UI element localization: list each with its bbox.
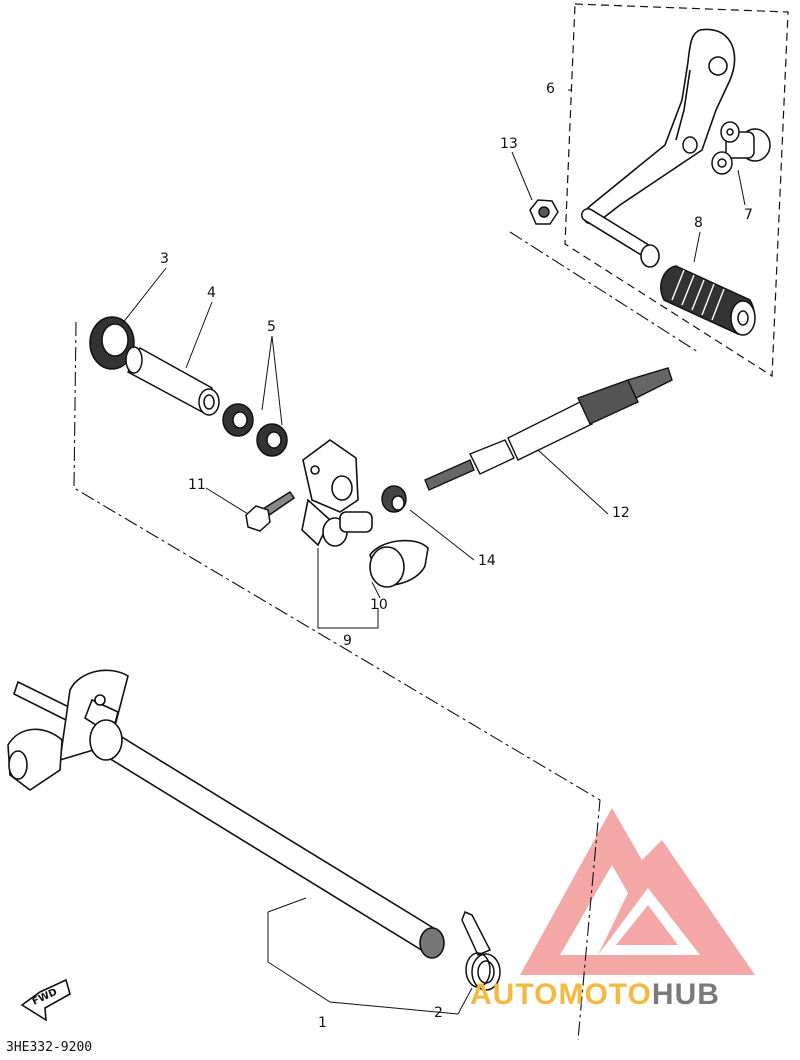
- shaft-group-frame: [73, 231, 699, 1041]
- watermark-logo: [520, 808, 755, 975]
- watermark-text: AUTOMOTOHUB: [470, 978, 720, 1012]
- callout-12: 12: [612, 505, 630, 521]
- nut-13: [529, 199, 559, 225]
- callout-14: 14: [478, 553, 496, 569]
- bolt-11: [245, 490, 296, 532]
- shift-arm: [301, 439, 429, 588]
- callout-4: 4: [207, 285, 216, 301]
- leader-lines: [121, 89, 746, 1015]
- callout-13: 13: [500, 136, 518, 152]
- callout-3: 3: [160, 251, 169, 267]
- callout-10: 10: [370, 597, 388, 613]
- callout-11: 11: [188, 477, 206, 493]
- oil-seal: [89, 316, 135, 370]
- watermark-brand-part2: HUB: [651, 978, 720, 1011]
- callout-5: 5: [267, 319, 276, 335]
- shift-pedal: [581, 28, 736, 268]
- callout-1: 1: [318, 1015, 327, 1031]
- pedal-rubber: [660, 265, 756, 336]
- spacer-14: [381, 485, 407, 513]
- reference-code: 3HE332-9200: [6, 1040, 93, 1055]
- bearing-pair: [222, 403, 288, 457]
- return-spring: [461, 911, 501, 991]
- pivot-bolt: [682, 121, 771, 175]
- shift-rod: [424, 367, 673, 491]
- callout-2: 2: [434, 1005, 443, 1021]
- watermark-brand-part1: AUTOMOTO: [470, 978, 652, 1011]
- fwd-arrow-icon: FWD: [20, 978, 71, 1022]
- callout-7: 7: [744, 207, 753, 223]
- pedal-group-box: [564, 3, 789, 378]
- callout-9: 9: [343, 633, 352, 649]
- collar: [125, 346, 220, 416]
- callout-6: 6: [546, 81, 555, 97]
- callout-8: 8: [694, 215, 703, 231]
- shift-shaft: [7, 669, 445, 959]
